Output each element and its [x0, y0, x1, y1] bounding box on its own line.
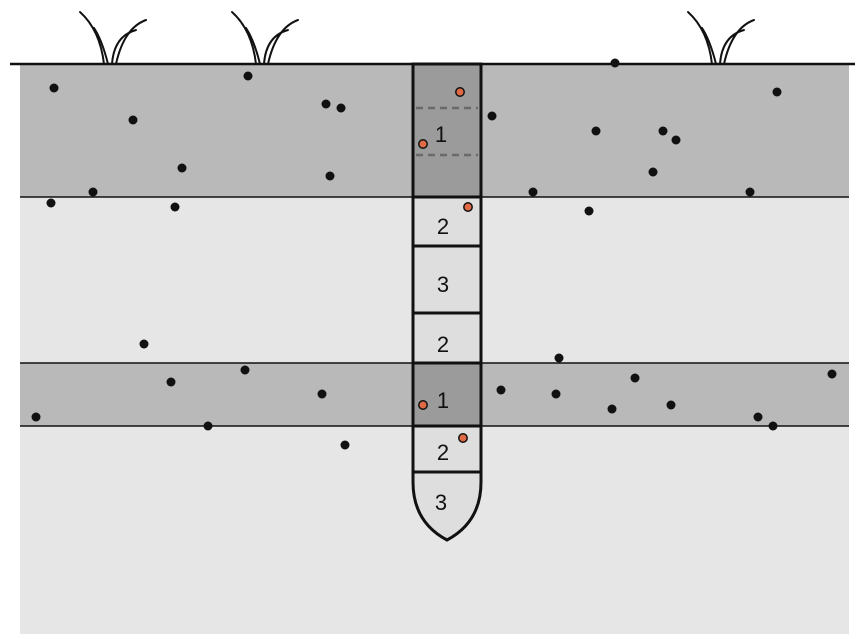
grass-blade [701, 27, 717, 65]
grass-tuft-icon [231, 11, 299, 65]
black-particle [325, 171, 335, 181]
horizon-lines [10, 62, 855, 474]
grass-blade [719, 29, 745, 65]
black-particle [49, 83, 59, 93]
core-segment-label: 2 [437, 332, 449, 357]
orange-particle [458, 433, 468, 443]
black-particle [753, 412, 763, 422]
grass-blade [687, 11, 713, 65]
black-particle [584, 206, 594, 216]
grass-blade [93, 27, 109, 65]
core-segment-label: 3 [437, 272, 449, 297]
core-segment-label: 1 [437, 388, 449, 413]
core-segment-label: 2 [437, 214, 449, 239]
core-outline [411, 62, 483, 474]
black-particle [177, 163, 187, 173]
black-particle [487, 111, 497, 121]
core-segment-label: 2 [437, 440, 449, 465]
black-particle [170, 202, 180, 212]
black-particle [31, 412, 41, 422]
orange-particle [418, 400, 428, 410]
grass-blade [263, 29, 289, 65]
core-segment [411, 311, 483, 365]
black-particle [321, 99, 331, 109]
black-particle [648, 167, 658, 177]
grass-blade [79, 11, 105, 65]
black-particle [607, 404, 617, 414]
grass-tuft-icon [687, 11, 755, 65]
black-particle [243, 71, 253, 81]
black-particle [554, 353, 564, 363]
black-particle [46, 198, 56, 208]
orange-particle [418, 139, 428, 149]
grass-blade [231, 11, 257, 65]
black-particle [240, 365, 250, 375]
core-segment-label: 1 [435, 122, 447, 147]
core-segment-label: 3 [435, 490, 447, 515]
grass-blade [245, 27, 261, 65]
grass-blade [267, 19, 299, 65]
black-particle [317, 389, 327, 399]
black-particle [658, 126, 668, 136]
black-particle [336, 103, 346, 113]
black-particle [528, 187, 538, 197]
grass-blade [111, 29, 137, 65]
particles-group [31, 58, 837, 450]
vegetation-group [79, 11, 755, 65]
black-particle [340, 440, 350, 450]
orange-particle [463, 202, 473, 212]
black-particle [496, 385, 506, 395]
black-particle [128, 115, 138, 125]
black-particle [630, 373, 640, 383]
black-particle [551, 389, 561, 399]
black-particle [827, 369, 837, 379]
orange-particle [455, 87, 465, 97]
black-particle [745, 187, 755, 197]
black-particle [166, 377, 176, 387]
black-particle [591, 126, 601, 136]
grass-tuft-icon [79, 11, 147, 65]
core-segment [411, 470, 483, 542]
grass-blade [723, 19, 755, 65]
grass-blade [115, 19, 147, 65]
black-particle [666, 400, 676, 410]
black-particle [671, 135, 681, 145]
black-particle [772, 87, 782, 97]
core-segment-labels: 1 2 3 2 1 2 3 [435, 122, 449, 515]
black-particle [88, 187, 98, 197]
black-particle [139, 339, 149, 349]
core-segment [411, 244, 483, 315]
